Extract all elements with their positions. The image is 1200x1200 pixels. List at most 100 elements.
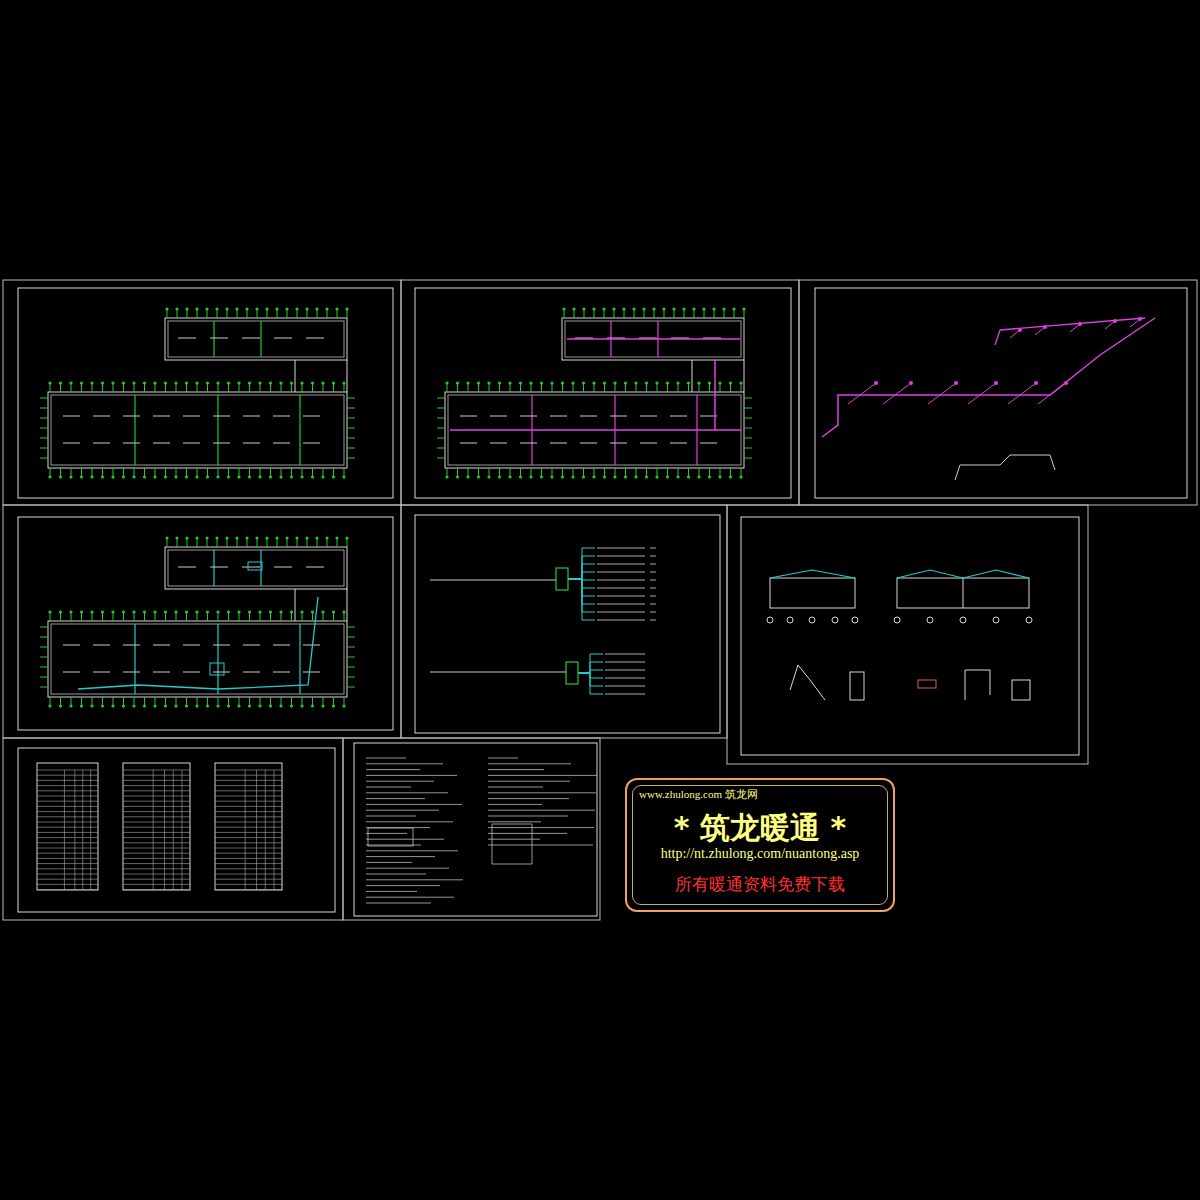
axis-tick [678,468,679,476]
branch-pipe [848,395,860,404]
axis-bubble [1026,617,1032,623]
axis-bubble [562,307,565,310]
circuit-note [650,572,656,573]
table-row [215,780,282,781]
axis-tick [646,384,647,392]
axis-tick [594,468,595,476]
axis-bubble [225,536,228,539]
table-row [123,801,190,802]
axis-tick [287,310,288,318]
axis-tick [144,613,145,621]
axis-tick [207,697,208,705]
radiator [460,416,477,417]
axis-bubble [48,381,51,384]
axis-bubble [185,475,188,478]
floor-plan [40,536,355,707]
axis-bubble [477,381,480,384]
axis-tick [562,384,563,392]
axis-bubble [90,475,93,478]
axis-tick [347,627,355,628]
branch-pipe [1008,395,1020,404]
axis-tick [281,384,282,392]
branch-circuit [568,572,595,579]
table-row [215,770,282,771]
radiator [93,645,110,646]
axis-bubble [101,475,104,478]
heating-pipe [567,338,740,340]
axis-bubble [255,536,258,539]
axis-tick [594,384,595,392]
note-line [366,903,431,904]
axis-tick [165,384,166,392]
axis-bubble [279,610,282,613]
note-line [488,827,594,828]
circuit-note [650,596,656,597]
axis-bubble [592,475,595,478]
axis-bubble [69,381,72,384]
axis-bubble [227,610,230,613]
axis-bubble [708,381,711,384]
axis-bubble [255,307,258,310]
axis-bubble [666,475,669,478]
axis-tick [312,384,313,392]
building-wall [51,624,344,694]
radiator [210,338,228,339]
circuit-note [597,572,645,573]
axis-bubble [290,475,293,478]
axis-tick [50,697,51,705]
axis-bubble [164,704,167,707]
axis-bubble [345,536,348,539]
axis-tick [347,310,348,318]
table-row [123,811,190,812]
axis-tick [71,468,72,476]
axis-bubble [258,381,261,384]
axis-tick [520,468,521,476]
circuit-note [605,678,645,679]
valve [1138,317,1142,321]
pipe-isometric [822,317,1155,480]
axis-bubble [122,610,125,613]
branch-pipe [860,383,876,395]
radiator [123,645,140,646]
note-line [366,850,458,851]
axis-bubble [960,617,966,623]
table-row [123,832,190,833]
axis-tick [40,448,48,449]
section-outline [897,578,1029,608]
building-wall [51,395,344,465]
axis-tick [720,468,721,476]
axis-bubble [487,381,490,384]
table-row [123,863,190,864]
drawing-frame [18,288,393,498]
axis-tick [177,310,178,318]
axis-bubble [290,704,293,707]
axis-bubble [498,381,501,384]
watermark-text: 所有暖通资料免费下载 [639,874,881,894]
axis-tick [249,613,250,621]
circuit-note [605,686,645,687]
axis-bubble [311,475,314,478]
axis-bubble [216,381,219,384]
table-row [215,848,282,849]
axis-tick [144,468,145,476]
axis-tick [260,613,261,621]
detail-figure [965,670,990,700]
axis-bubble [697,475,700,478]
axis-tick [102,697,103,705]
axis-bubble [540,381,543,384]
roof [770,570,855,578]
axis-bubble [132,475,135,478]
partition [299,624,300,694]
axis-bubble [59,381,62,384]
axis-tick [709,384,710,392]
table-row [215,884,282,885]
drawing-frame [815,288,1187,498]
axis-bubble [111,704,114,707]
sheets [3,280,1197,920]
branch-circuit [578,673,603,694]
axis-bubble [445,381,448,384]
axis-tick [40,647,48,648]
axis-tick [60,697,61,705]
radiator [303,416,320,417]
radiator [700,443,717,444]
